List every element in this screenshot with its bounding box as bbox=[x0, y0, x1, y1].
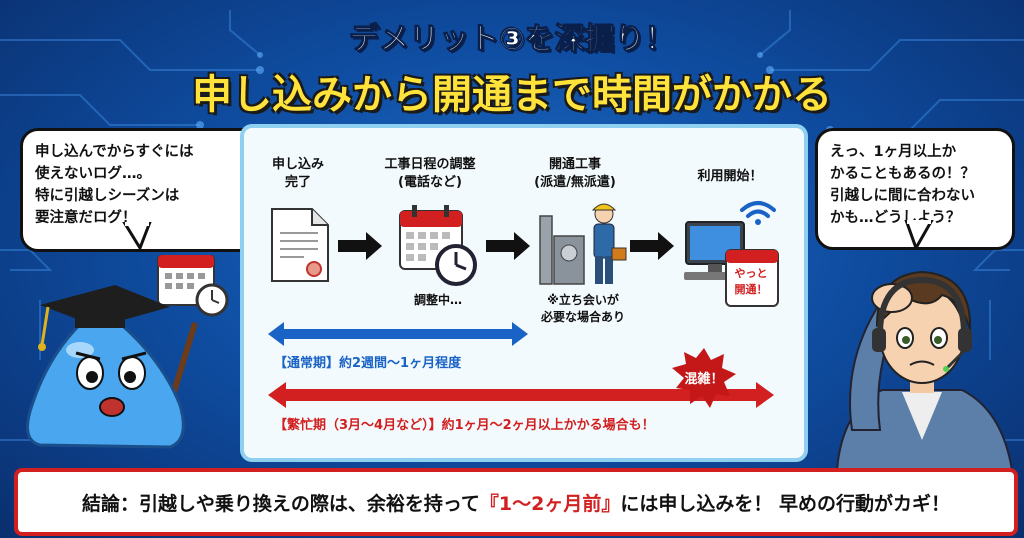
left-bubble-line: 申し込んでからすぐには bbox=[35, 144, 194, 160]
busy-period-label: 【繁忙期（3月〜4月など）】約1ヶ月〜2ヶ月以上かかる場合も！ bbox=[274, 418, 655, 433]
process-panel bbox=[240, 124, 808, 462]
step-construction-label: 開通工事(派遣/無派遣) bbox=[534, 157, 616, 190]
conclusion-prefix: 結論：引越しや乗り換えの際は、余裕を持って bbox=[82, 492, 480, 515]
step-schedule-label: 工事日程の調整(電話など) bbox=[384, 157, 476, 190]
step-arrow bbox=[486, 232, 530, 260]
right-bubble-line: えっ、1ヶ月以上か bbox=[830, 144, 957, 160]
page-subtitle: 申し込みから開通まで時間がかかる bbox=[192, 72, 832, 118]
right-bubble-tail bbox=[904, 220, 934, 250]
conclusion-highlight: 『1〜2ヶ月前』 bbox=[479, 492, 621, 515]
document-icon bbox=[271, 208, 329, 282]
witness-note: ※立ち会いが必要な場合あり bbox=[540, 293, 625, 324]
left-bubble-line: 要注意だログ！ bbox=[35, 210, 137, 226]
worker-icon bbox=[539, 203, 627, 285]
calendar-clock-icon bbox=[157, 255, 229, 317]
page-title: デメリット③を深掘り！ bbox=[349, 22, 675, 58]
worried-boy bbox=[835, 270, 1014, 470]
computer-wifi-icon bbox=[684, 201, 779, 307]
left-bubble-line: 特に引越しシーズンは bbox=[35, 188, 180, 204]
left-bubble-line: 使えないログ…。 bbox=[35, 166, 151, 182]
busy-period-arrow bbox=[268, 382, 774, 408]
busy-badge-label: 混雑！ bbox=[684, 372, 724, 387]
conclusion-banner: 結論：引越しや乗り換えの際は、余裕を持って 『1〜2ヶ月前』 には申し込みを！ … bbox=[14, 468, 1018, 536]
step-arrow bbox=[338, 232, 382, 260]
adjusting-note: 調整中… bbox=[413, 293, 462, 307]
step-start-label: 利用開始！ bbox=[697, 169, 763, 184]
slime-mascot bbox=[26, 255, 229, 449]
normal-period-label: 【通常期】約2週間〜1ヶ月程度 bbox=[274, 356, 462, 371]
calendar-finally-open-label: やっと開通！ bbox=[734, 267, 768, 296]
normal-period-arrow bbox=[268, 322, 528, 346]
right-bubble-line: かることもあるの！？ bbox=[830, 166, 975, 182]
step-arrow bbox=[630, 232, 674, 260]
busy-badge-icon bbox=[672, 348, 736, 408]
right-bubble-line: 引越しに間に合わない bbox=[830, 188, 975, 204]
step-application-label: 申し込み完了 bbox=[271, 157, 324, 190]
calendar-clock-icon bbox=[399, 205, 477, 286]
left-bubble-tail bbox=[122, 222, 152, 250]
conclusion-suffix: には申し込みを！ 早めの行動がカギ！ bbox=[620, 492, 950, 515]
